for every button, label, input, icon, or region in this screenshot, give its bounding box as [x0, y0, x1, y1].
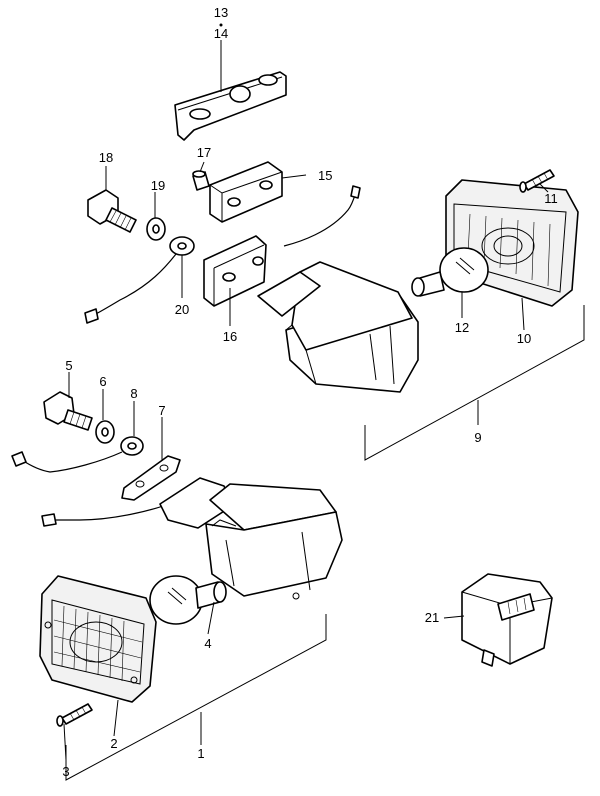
callout-9: 9	[474, 430, 481, 445]
lower-bulb-4	[149, 575, 227, 625]
callout-19: 19	[151, 178, 165, 193]
callout-20: 20	[175, 302, 189, 317]
callout-4: 4	[204, 636, 211, 651]
assembly-bracket-1	[65, 614, 327, 781]
callout-5: 5	[65, 358, 72, 373]
screw-3	[56, 703, 93, 727]
upper-lamp-housing	[257, 185, 419, 393]
lower-lamp-housing	[159, 477, 343, 600]
upper-bulb-12	[411, 247, 489, 297]
relay-21	[461, 573, 553, 667]
callout-15: 15	[318, 168, 332, 183]
callout-11: 11	[544, 191, 558, 206]
gasket-7	[121, 455, 181, 501]
callout-7: 7	[158, 403, 165, 418]
bracket-16	[203, 235, 267, 307]
mounting-plate-14	[174, 71, 287, 141]
screw-11	[519, 169, 555, 193]
lower-lamp-wire	[41, 499, 181, 527]
callout-14: 14	[214, 26, 228, 41]
callout-17: 17	[197, 145, 211, 160]
callout-13: 13	[214, 5, 228, 20]
ground-wire-8	[11, 436, 144, 473]
bolt-18	[87, 189, 137, 233]
washer-19	[146, 217, 166, 241]
callout-10: 10	[517, 331, 531, 346]
bolt-5	[43, 391, 93, 431]
assembly-bracket-9	[364, 305, 585, 461]
spacer-17	[192, 170, 210, 191]
callout-12: 12	[455, 320, 469, 335]
callout-3: 3	[62, 764, 69, 779]
washer-6	[95, 420, 115, 444]
callout-1: 1	[197, 746, 204, 761]
callout-16: 16	[223, 329, 237, 344]
callout-18: 18	[99, 150, 113, 165]
callout-dot-13-14	[219, 23, 223, 27]
callout-2: 2	[110, 736, 117, 751]
callout-6: 6	[99, 374, 106, 389]
rubber-pad-15	[209, 161, 283, 223]
callout-21: 21	[425, 610, 439, 625]
callout-8: 8	[130, 386, 137, 401]
lower-lens-2	[39, 575, 157, 703]
ground-wire-20	[84, 236, 195, 324]
leader-lines	[63, 23, 549, 761]
callout-labels: 13 14 15 16 17 18 19 20 11 12 10 9 5 6 8…	[62, 5, 557, 779]
